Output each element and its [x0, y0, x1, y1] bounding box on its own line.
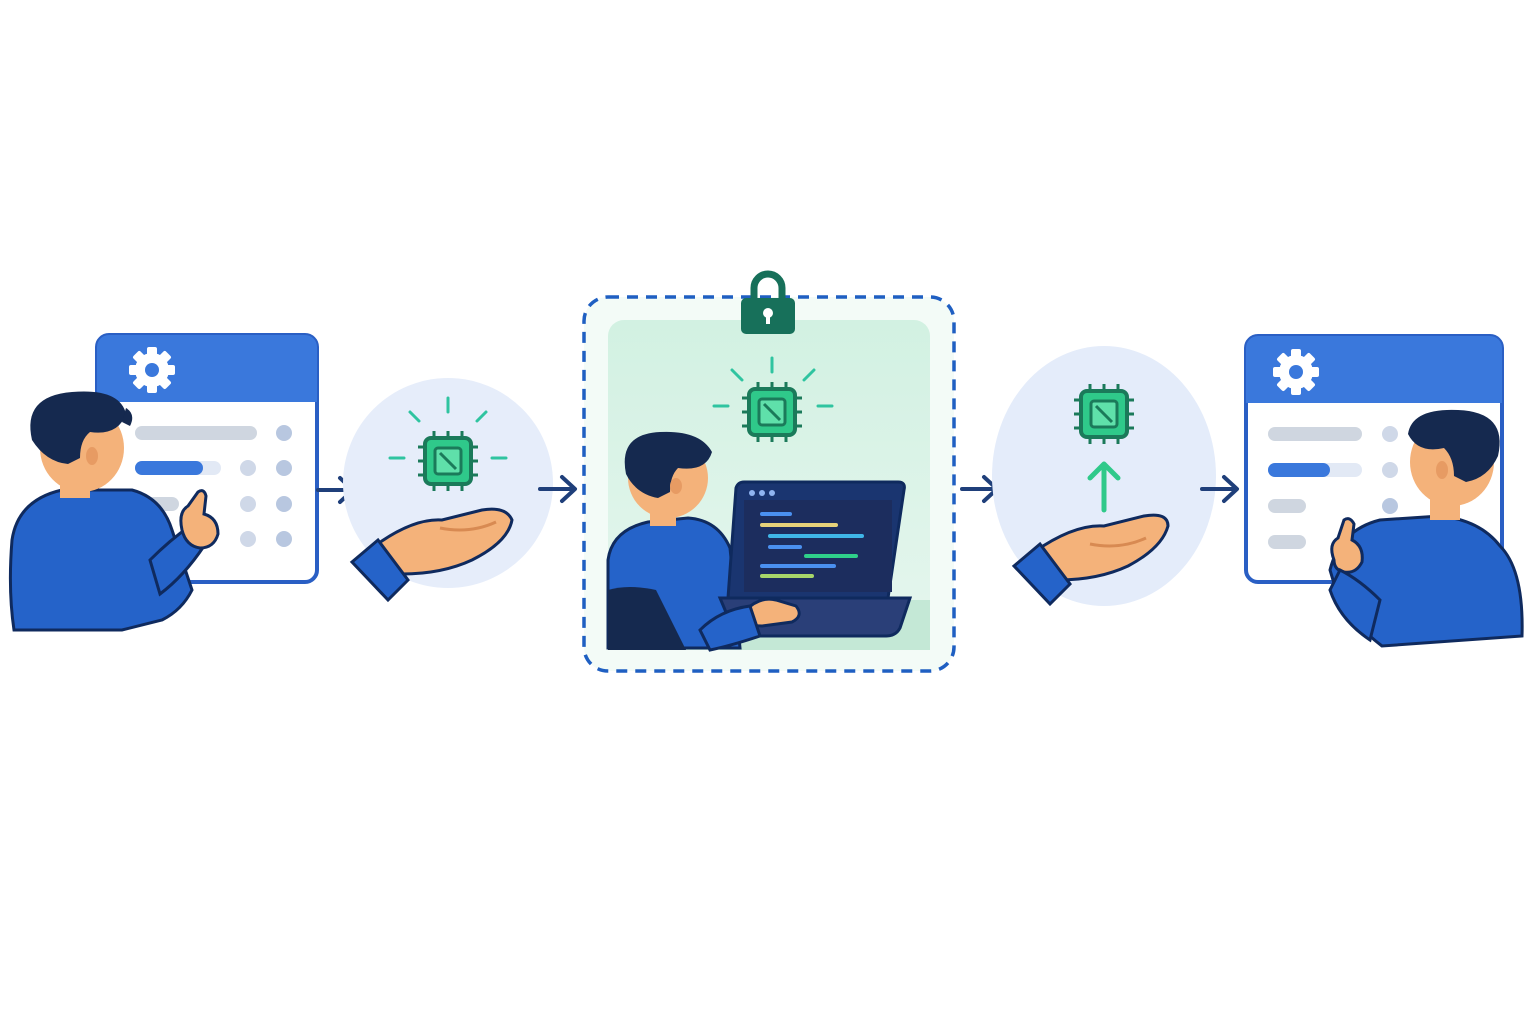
step-receive-result: [1244, 334, 1524, 648]
chip-icon: [1074, 384, 1134, 444]
user-right: [1328, 409, 1524, 648]
gear-icon: [1273, 349, 1319, 395]
gear-icon: [129, 347, 175, 393]
arrow-right-icon: [538, 475, 577, 503]
open-hand: [349, 507, 514, 603]
step-return-chip: [992, 346, 1216, 607]
chip-glow-rays: [388, 396, 508, 460]
arrow-up-icon: [1087, 461, 1121, 513]
developer-figure: [606, 431, 742, 650]
step-hand-over-chip: [343, 378, 553, 603]
laptop-icon: [698, 480, 913, 652]
chip-glow-rays: [712, 356, 834, 408]
step-configure: [8, 333, 319, 632]
user-left: [8, 391, 220, 632]
arrow-right-icon: [960, 475, 999, 503]
arrow-right-icon: [1200, 475, 1239, 503]
chip-icon: [418, 431, 478, 491]
step-secure-processing: [582, 270, 956, 673]
open-hand: [1011, 513, 1170, 607]
lock-icon: [741, 270, 795, 334]
chip-icon: [742, 382, 802, 442]
